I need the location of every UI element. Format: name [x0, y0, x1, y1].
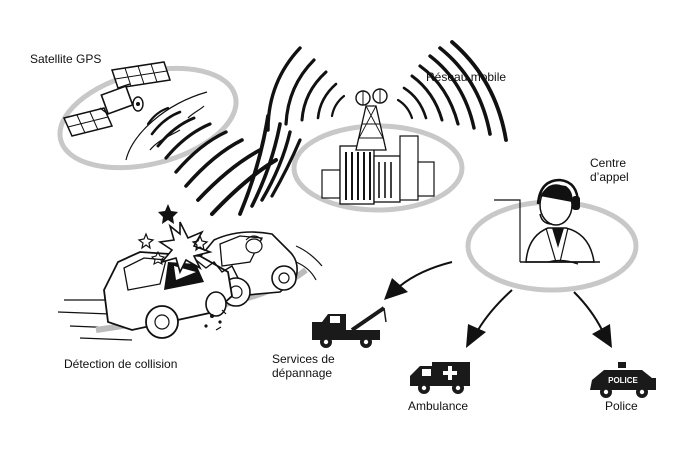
police-car-icon: POLICE — [590, 362, 656, 398]
arrow-to-police — [573, 291, 612, 348]
star-4 — [150, 250, 166, 266]
network-signal-waves-left — [238, 46, 346, 216]
network-label: Réseau mobile — [426, 70, 507, 84]
arrow-to-tow — [384, 261, 453, 300]
call-center-group — [465, 178, 639, 293]
ambulance-label: Ambulance — [408, 399, 469, 413]
tow-label-line2: dépannage — [272, 366, 333, 380]
ambulance-icon — [410, 362, 470, 394]
network-signal-waves-right — [396, 40, 508, 142]
satellite-signal-waves — [146, 106, 278, 216]
tow-truck-icon — [312, 306, 387, 348]
operator-headset-icon — [520, 178, 600, 265]
star-1 — [158, 204, 178, 224]
star-3 — [191, 234, 209, 252]
police-car-sign: POLICE — [608, 376, 638, 385]
call-center-connector — [494, 199, 521, 262]
cell-tower-icon — [321, 88, 435, 205]
call-center-label-line2: d’appel — [590, 170, 629, 184]
arrow-to-ambulance — [466, 289, 513, 348]
collision-group — [57, 204, 323, 341]
tow-label-line1: Services de — [272, 352, 335, 366]
satellite-group — [57, 61, 278, 216]
dispatch-arrows — [384, 261, 612, 348]
collision-label: Détection de collision — [64, 357, 178, 371]
crash-cars-icon — [103, 204, 298, 339]
police-label: Police — [605, 399, 638, 413]
satellite-label: Satellite GPS — [30, 52, 102, 66]
star-2 — [137, 232, 155, 250]
satellite-icon — [62, 61, 171, 137]
network-group — [238, 40, 508, 216]
call-center-label-line1: Centre — [590, 156, 627, 170]
